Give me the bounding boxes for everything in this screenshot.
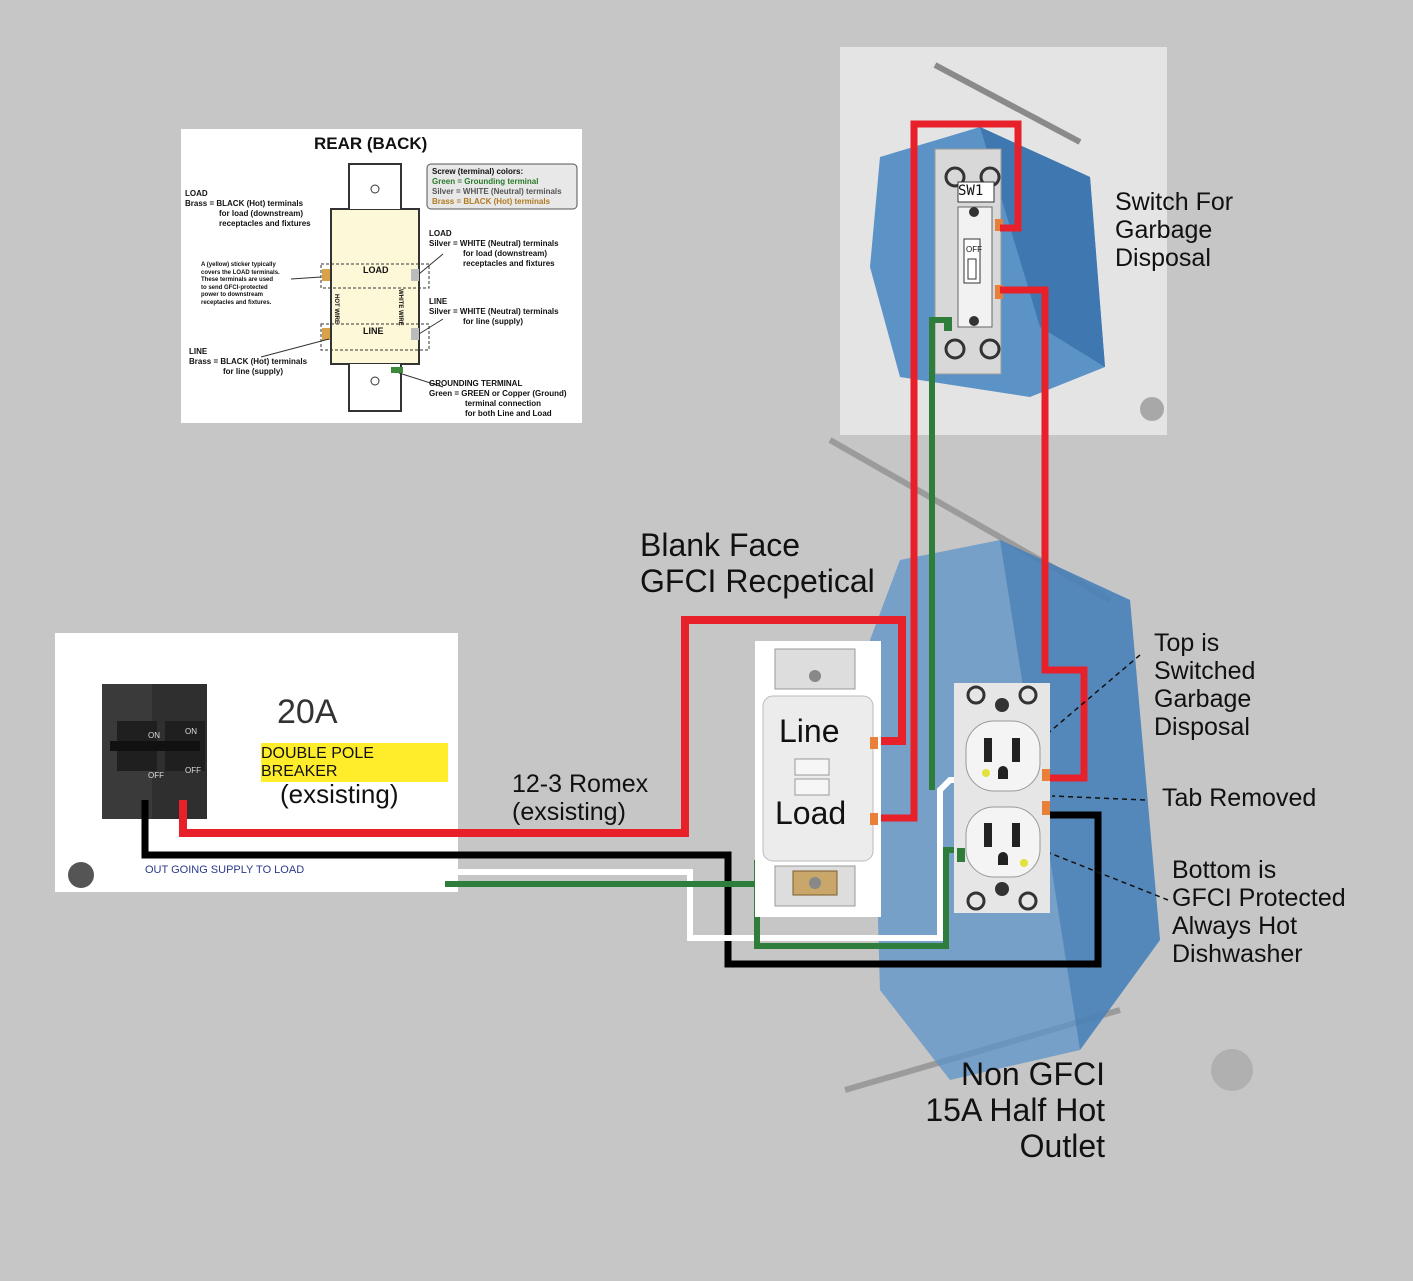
gfci-title-1: Blank Face bbox=[640, 527, 801, 563]
outlet-bottom-label: Bottom is GFCI Protected Always Hot Dish… bbox=[1172, 856, 1346, 968]
sticker-4: to send GFCI-protected bbox=[201, 284, 268, 291]
cable-label-1: 12-3 Romex bbox=[512, 770, 649, 798]
gfci-load-label: Load bbox=[775, 795, 847, 831]
outlet-top-3: Garbage bbox=[1154, 685, 1252, 713]
line-right-2: Silver = WHITE (Neutral) terminals bbox=[429, 307, 559, 316]
switch-label-1: Switch For bbox=[1115, 188, 1234, 216]
breaker-rotate-icon bbox=[68, 862, 94, 888]
gfci-rear-reference: REAR (BACK) Screw (terminal) colors: Gre… bbox=[181, 129, 582, 423]
breaker-status: (exsisting) bbox=[280, 779, 399, 809]
gfci-title: Blank Face GFCI Recpetical bbox=[640, 527, 875, 600]
line-left-3: for line (supply) bbox=[223, 367, 283, 376]
pointer-top bbox=[1039, 654, 1141, 741]
reference-legend: Screw (terminal) colors: Green = Groundi… bbox=[432, 167, 562, 207]
load-left-4: receptacles and fixtures bbox=[219, 219, 311, 228]
device-line-label: LINE bbox=[363, 326, 384, 336]
outlet-bottom-1: Bottom is bbox=[1172, 856, 1277, 884]
sticker-2: covers the LOAD terminals. bbox=[201, 269, 280, 276]
switch-label-2: Garbage bbox=[1115, 216, 1213, 244]
ground-4: for both Line and Load bbox=[465, 409, 552, 418]
wire-red-feed bbox=[179, 616, 906, 837]
ground-note: GROUNDING TERMINAL Green = GREEN or Copp… bbox=[429, 379, 567, 419]
outlet-title-2: 15A Half Hot bbox=[925, 1091, 1105, 1128]
line-right-1: LINE bbox=[429, 297, 448, 306]
breaker-off-right: OFF bbox=[185, 766, 201, 775]
legend-green: Green = Grounding terminal bbox=[432, 177, 539, 186]
breaker-caption: OUT GOING SUPPLY TO LOAD bbox=[145, 864, 305, 876]
ground-1: GROUNDING TERMINAL bbox=[429, 379, 523, 388]
wire-green-switch bbox=[929, 317, 948, 790]
load-right-2: Silver = WHITE (Neutral) terminals bbox=[429, 239, 559, 248]
pointer-tab bbox=[1051, 795, 1146, 801]
device-load-label: LOAD bbox=[363, 265, 389, 275]
outlet-top-label: Top is Switched Garbage Disposal bbox=[1154, 629, 1255, 741]
switch-id-label: SW1 bbox=[958, 183, 984, 199]
ground-3: terminal connection bbox=[465, 399, 542, 408]
outlet-title-3: Outlet bbox=[1019, 1127, 1105, 1164]
breaker-type-tag: DOUBLE POLE BREAKER bbox=[261, 743, 448, 782]
duplex-outlet bbox=[954, 683, 1050, 913]
switch-image-panel bbox=[840, 47, 1167, 435]
ground-2: Green = GREEN or Copper (Ground) bbox=[429, 389, 567, 398]
cable-label: 12-3 Romex (exsisting) bbox=[512, 770, 648, 826]
breaker-amps: 20A bbox=[277, 693, 338, 731]
line-left-note: LINE Brass = BLACK (Hot) terminals for l… bbox=[189, 347, 307, 377]
legend-title: Screw (terminal) colors: bbox=[432, 167, 524, 176]
outlet-rotate-icon bbox=[1211, 1049, 1253, 1091]
load-left-3: for load (downstream) bbox=[219, 209, 304, 218]
breaker-on-left: ON bbox=[148, 731, 160, 740]
load-left-1: LOAD bbox=[185, 189, 208, 198]
load-right-note: LOAD Silver = WHITE (Neutral) terminals … bbox=[429, 229, 559, 269]
switch-off-label: OFF bbox=[966, 245, 982, 254]
cable-label-2: (exsisting) bbox=[512, 798, 626, 826]
sticker-3: These terminals are used bbox=[201, 277, 274, 284]
sticker-5: power to downstream bbox=[201, 292, 264, 299]
breaker-on-right: ON bbox=[185, 727, 197, 736]
line-left-2: Brass = BLACK (Hot) terminals bbox=[189, 357, 308, 366]
rotate-icon bbox=[1140, 397, 1164, 421]
outlet-top-1: Top is bbox=[1154, 629, 1220, 657]
breaker-image-panel: ON ON OFF OFF 20A (exsisting) bbox=[55, 633, 458, 892]
line-left-1: LINE bbox=[189, 347, 208, 356]
breaker-off-left: OFF bbox=[148, 771, 164, 780]
wire-red-switched bbox=[1000, 286, 1088, 782]
load-right-4: receptacles and fixtures bbox=[463, 259, 555, 268]
outlet-title-1: Non GFCI bbox=[960, 1056, 1105, 1092]
sticker-1: A (yellow) sticker typically bbox=[201, 262, 276, 268]
load-left-note: LOAD Brass = BLACK (Hot) terminals for l… bbox=[185, 189, 311, 229]
gfci-title-2: GFCI Recpetical bbox=[640, 562, 875, 599]
gfci-receptacle: Line Load bbox=[755, 641, 881, 917]
tab-removed-label: Tab Removed bbox=[1162, 784, 1317, 812]
outlet-top-2: Switched bbox=[1154, 657, 1256, 685]
wire-white bbox=[445, 777, 960, 941]
wire-black bbox=[141, 800, 1102, 968]
wire-red-load bbox=[878, 120, 1022, 822]
outlet-bottom-3: Always Hot bbox=[1172, 912, 1298, 940]
outlet-title: Non GFCI 15A Half Hot Outlet bbox=[880, 1056, 1105, 1164]
line-right-note: LINE Silver = WHITE (Neutral) terminals … bbox=[429, 297, 559, 327]
sticker-6: receptacles and fixtures. bbox=[201, 299, 272, 306]
line-right-3: for line (supply) bbox=[463, 317, 523, 326]
wire-green-feed bbox=[445, 847, 958, 949]
load-left-2: Brass = BLACK (Hot) terminals bbox=[185, 199, 304, 208]
pointer-bottom bbox=[1041, 849, 1169, 901]
switch-label-3: Disposal bbox=[1115, 244, 1211, 272]
sticker-note: A (yellow) sticker typically covers the … bbox=[201, 262, 280, 308]
load-right-3: for load (downstream) bbox=[463, 249, 548, 258]
outlet-bottom-2: GFCI Protected bbox=[1172, 884, 1346, 912]
load-right-1: LOAD bbox=[429, 229, 452, 238]
outlet-bottom-4: Dishwasher bbox=[1172, 940, 1303, 968]
outlet-top-4: Disposal bbox=[1154, 713, 1250, 741]
gfci-line-label: Line bbox=[779, 713, 840, 749]
switch-label: Switch For Garbage Disposal bbox=[1115, 188, 1233, 272]
legend-brass: Brass = BLACK (Hot) terminals bbox=[432, 197, 551, 206]
legend-silver: Silver = WHITE (Neutral) terminals bbox=[432, 187, 562, 196]
reference-title: REAR (BACK) bbox=[314, 134, 428, 153]
